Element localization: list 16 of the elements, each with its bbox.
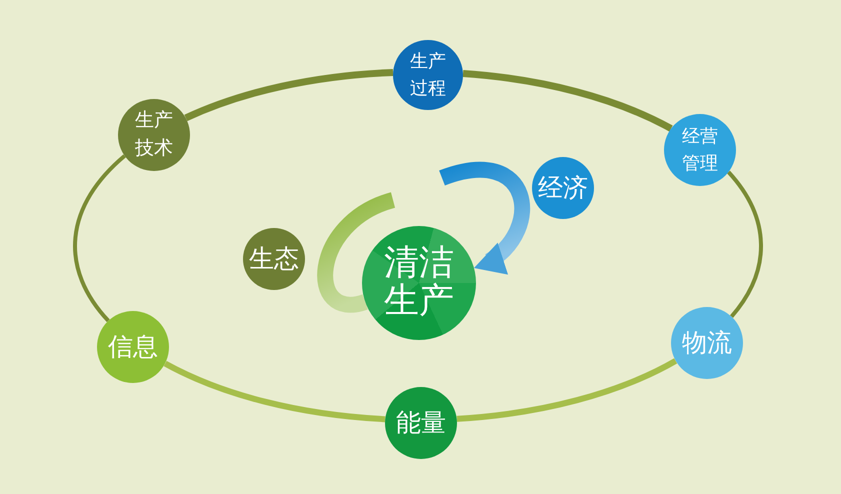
ring-connector (462, 70, 673, 132)
topic-circle: 能量 (385, 387, 457, 459)
topic-circle: 信息 (97, 311, 169, 383)
ring-connector (73, 154, 126, 322)
topic-circle: 经营管理 (664, 114, 736, 186)
ring-connector (184, 68, 394, 122)
topic-circle: 物流 (671, 307, 743, 379)
ring-connector (456, 358, 677, 422)
center-circle: 清洁生产 (362, 226, 476, 340)
ring-connector (726, 170, 763, 318)
topic-circle: 经济 (532, 157, 594, 219)
topic-circle: 生态 (243, 228, 305, 290)
ring-connector (164, 360, 386, 422)
topic-circle: 生产过程 (393, 40, 463, 110)
topic-circle: 生产技术 (118, 99, 190, 171)
swirl-arrow (440, 162, 530, 276)
